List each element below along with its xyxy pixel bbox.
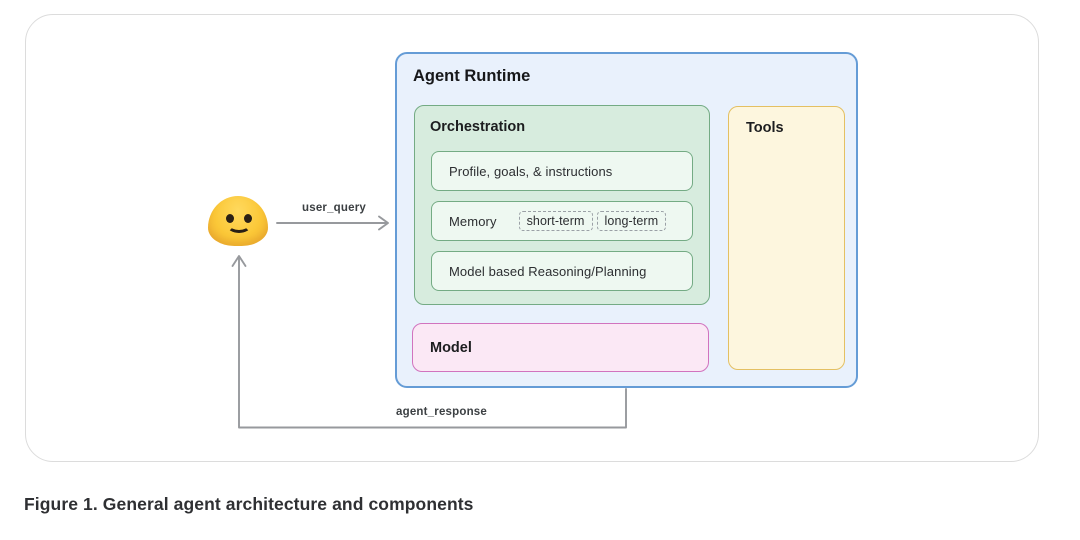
profile-goals-instructions-box: Profile, goals, & instructions	[431, 151, 693, 191]
long-term-memory-chip: long-term	[596, 211, 667, 231]
tools-title: Tools	[746, 120, 784, 136]
tools-box: Tools	[728, 106, 845, 370]
agent-runtime-title: Agent Runtime	[413, 67, 531, 85]
memory-box: Memory short-term long-term	[431, 201, 693, 241]
agent-response-label: agent_response	[396, 406, 487, 418]
orchestration-box: Orchestration Profile, goals, & instruct…	[414, 105, 710, 305]
figure-caption: Figure 1. General agent architecture and…	[24, 494, 474, 514]
memory-chips: short-term long-term	[518, 211, 667, 231]
emoji-left-eye	[226, 214, 234, 223]
orchestration-title: Orchestration	[430, 119, 526, 135]
profile-goals-instructions-label: Profile, goals, & instructions	[449, 163, 613, 179]
model-title: Model	[430, 339, 472, 356]
emoji-smile	[227, 218, 251, 233]
model-based-reasoning-planning-box: Model based Reasoning/Planning	[431, 251, 693, 291]
emoji-right-eye	[244, 214, 252, 223]
agent-runtime-box: Agent Runtime Orchestration Profile, goa…	[395, 52, 858, 388]
user-query-label: user_query	[302, 202, 367, 214]
model-box: Model	[412, 323, 709, 372]
short-term-memory-chip: short-term	[518, 211, 593, 231]
user-emoji-icon	[208, 196, 268, 246]
memory-label: Memory	[449, 213, 497, 229]
model-based-reasoning-planning-label: Model based Reasoning/Planning	[449, 263, 647, 279]
